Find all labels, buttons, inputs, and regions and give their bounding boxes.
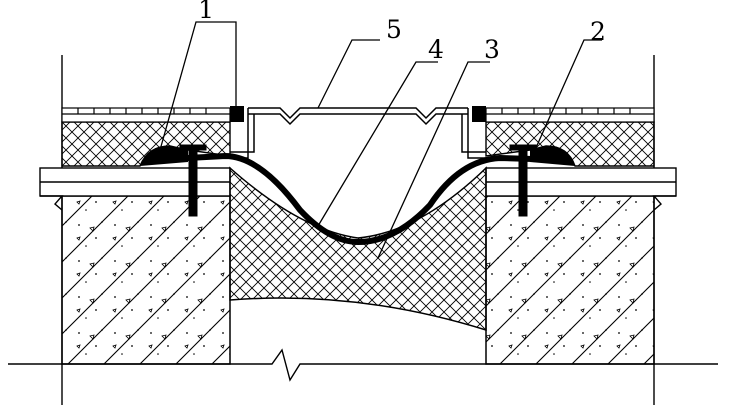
callout-4: 4: [428, 35, 444, 64]
screed-layer: [39, 167, 677, 197]
callout-3: 3: [484, 35, 500, 64]
left-concrete-slab: [61, 195, 231, 365]
right-concrete-slab: [485, 195, 655, 365]
right-bolt: [509, 144, 537, 217]
callout-2: 2: [590, 17, 606, 46]
right-anchor-block: [472, 106, 486, 122]
callout-1: 1: [198, 0, 214, 24]
left-bolt: [179, 144, 207, 217]
left-insulation: [61, 121, 231, 167]
callout-5: 5: [386, 15, 402, 44]
floor-finish-left: [61, 107, 231, 123]
leader-lines: [159, 21, 602, 259]
floor-finish-right: [485, 107, 655, 123]
cover-plate: [230, 107, 486, 159]
right-insulation: [485, 121, 655, 167]
left-anchor-block: [230, 106, 244, 122]
waterproof-membrane: [147, 152, 568, 246]
filler-material: [229, 166, 487, 332]
break-marks: [8, 195, 718, 382]
